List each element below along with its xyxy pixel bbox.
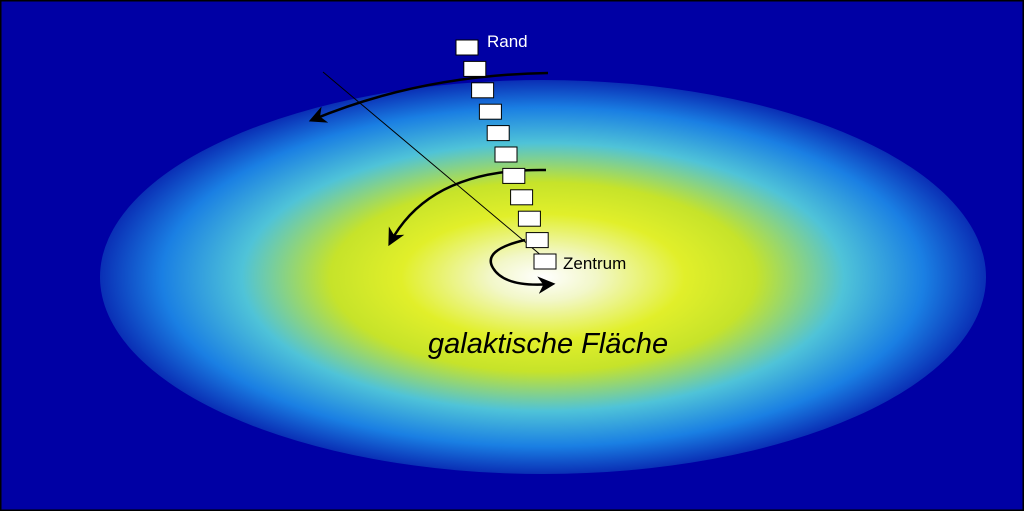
- galactic-disk: [100, 80, 986, 474]
- outer-rotation-arrow: [308, 71, 549, 123]
- star-marker: [455, 39, 479, 56]
- star-marker: [517, 210, 541, 227]
- star-marker: [510, 189, 534, 206]
- star-marker: [463, 60, 487, 77]
- star-marker: [486, 125, 510, 142]
- center-label: Zentrum: [563, 254, 627, 273]
- star-marker: [478, 103, 502, 120]
- inner-rotation-arrow: [489, 238, 556, 294]
- star-marker: [494, 146, 518, 163]
- star-column: [455, 39, 557, 270]
- galactic-plane-label: galaktische Fläche: [428, 328, 669, 360]
- star-marker: [471, 82, 495, 99]
- star-marker: [525, 232, 549, 249]
- star-marker: [533, 253, 557, 270]
- star-marker: [502, 167, 526, 184]
- edge-label: Rand: [487, 32, 528, 51]
- radius-line: [322, 71, 550, 263]
